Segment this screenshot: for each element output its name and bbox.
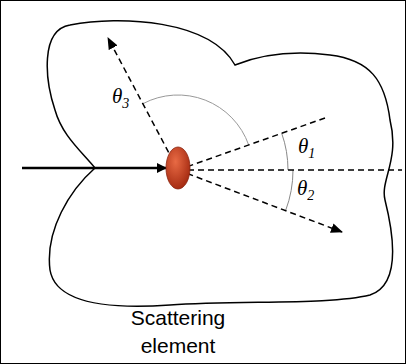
angle-arc xyxy=(286,170,293,211)
scattering-element xyxy=(166,147,190,189)
angle-label: θ2 xyxy=(297,176,314,208)
angle-arc xyxy=(143,95,249,145)
incident-arrow xyxy=(22,167,166,170)
scattering-pattern xyxy=(47,21,393,307)
element-caption: Scattering element xyxy=(98,304,258,360)
angle-label: θ3 xyxy=(112,84,129,116)
angle-arc xyxy=(282,133,288,170)
direction-line xyxy=(178,118,325,170)
direction-line xyxy=(178,170,342,232)
axis-line xyxy=(178,169,402,171)
direction-line xyxy=(108,38,178,170)
angle-label: θ1 xyxy=(298,134,315,166)
